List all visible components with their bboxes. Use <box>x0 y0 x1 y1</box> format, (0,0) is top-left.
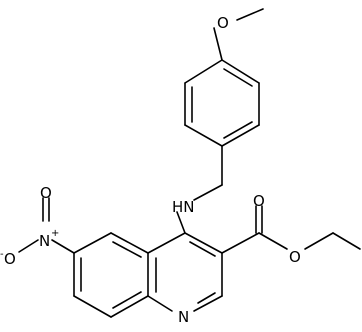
nitro-negative-charge: - <box>0 249 4 260</box>
quinoline-core <box>73 232 223 318</box>
nitro-group <box>18 197 75 254</box>
nitro-nitrogen-label: N <box>39 232 50 250</box>
methoxy-oxygen-label: O <box>217 14 229 32</box>
ester-ether-oxygen-label: O <box>289 248 301 266</box>
methoxy-group <box>213 8 264 61</box>
ethyl-ester-group <box>221 205 361 254</box>
nitro-positive-charge: + <box>51 228 59 239</box>
methoxyphenyl-ring <box>184 59 260 147</box>
ester-carbonyl-oxygen-label: O <box>253 192 265 210</box>
benzyl-linker <box>176 145 223 234</box>
ring-nitrogen-label: N <box>178 308 189 326</box>
nitro-oxygen-single-label: O <box>4 250 16 268</box>
amine-label: HN <box>172 198 195 216</box>
nitro-oxygen-double-label: O <box>40 184 52 202</box>
